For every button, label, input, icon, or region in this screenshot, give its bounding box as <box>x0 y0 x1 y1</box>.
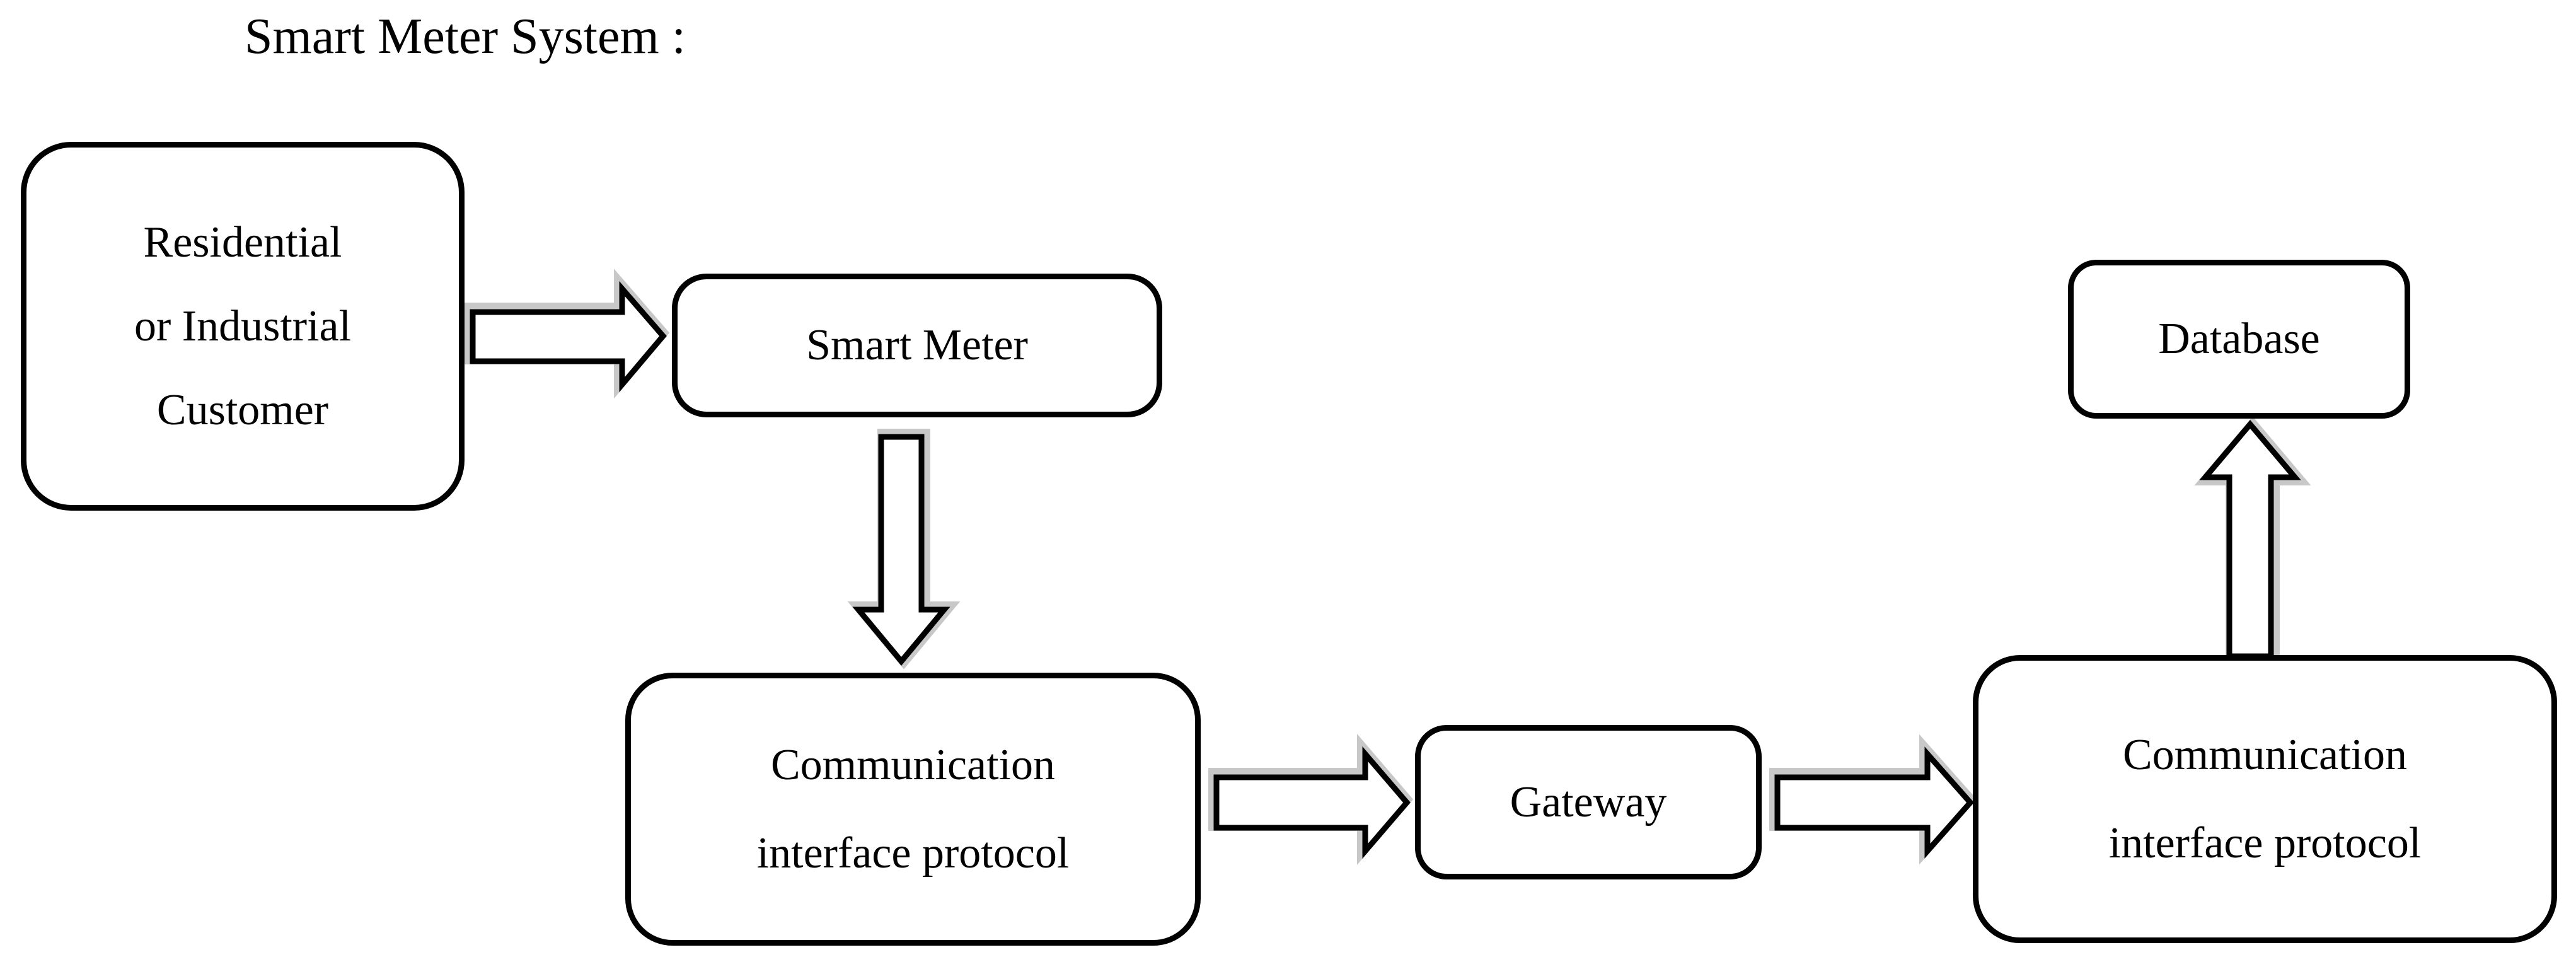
node-label-line: or Industrial <box>134 302 352 351</box>
arrow-down-smart-meter-to-protocol-icon <box>852 434 950 666</box>
node-label-line: Communication <box>2122 730 2408 779</box>
node-label-line: Database <box>2158 315 2320 363</box>
node-communication-interface-protocol-right: Communication interface protocol <box>1973 655 2557 943</box>
arrow-right-customer-to-smart-meter-icon <box>470 281 667 393</box>
node-label-line: Customer <box>156 386 329 434</box>
node-gateway: Gateway <box>1415 725 1762 879</box>
node-label-line: Residential <box>143 218 342 267</box>
node-label-line: Smart Meter <box>806 321 1028 369</box>
arrow-right-protocol-to-gateway-icon <box>1213 746 1411 859</box>
node-label-line: Gateway <box>1510 777 1667 826</box>
node-smart-meter: Smart Meter <box>672 274 1162 417</box>
node-residential-or-industrial-customer: Residential or Industrial Customer <box>21 142 465 511</box>
diagram-title: Smart Meter System : <box>245 9 686 64</box>
node-database: Database <box>2068 260 2410 419</box>
node-communication-interface-protocol-left: Communication interface protocol <box>625 673 1201 946</box>
node-label-line: interface protocol <box>756 828 1070 878</box>
node-label-line: interface protocol <box>2108 818 2422 867</box>
arrow-up-protocol-to-database-icon <box>2199 420 2301 659</box>
arrow-right-gateway-to-protocol-icon <box>1774 746 1975 859</box>
node-label-line: Communication <box>770 740 1056 789</box>
